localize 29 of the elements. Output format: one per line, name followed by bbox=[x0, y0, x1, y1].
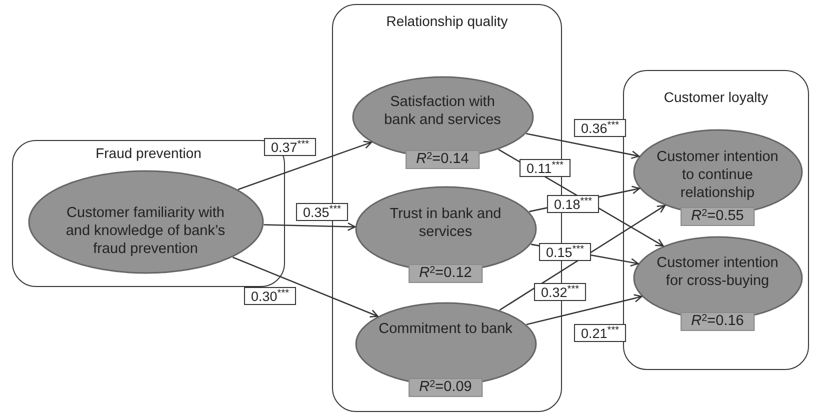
arrow bbox=[232, 256, 378, 318]
path-coefficient: 0.30$^{***}$ bbox=[244, 287, 296, 305]
arrow bbox=[499, 204, 666, 311]
construct-label: Satisfaction with bank and services bbox=[383, 92, 502, 128]
path-coefficient: 0.32$^{***}$ bbox=[534, 283, 586, 301]
r-squared-value: R$^{2}$=0.09 bbox=[408, 378, 483, 396]
r-squared-value: R$^{2}$=0.16 bbox=[680, 312, 755, 330]
path-coefficient: 0.18$^{***}$ bbox=[547, 195, 599, 213]
construct-label: Customer intention to continue relationship bbox=[656, 148, 780, 202]
r-squared-value: R$^{2}$=0.14 bbox=[405, 150, 480, 168]
r-squared-value: R$^{2}$=0.55 bbox=[680, 206, 755, 226]
construct-label: Trust in bank and services bbox=[388, 204, 502, 240]
path-coefficient: 0.11$^{***}$ bbox=[520, 159, 570, 177]
group-title: Relationship quality bbox=[385, 13, 509, 29]
construct-label: Customer familiarity with and knowledge of bank’s fraud prevention bbox=[64, 204, 226, 258]
arrow bbox=[238, 140, 372, 190]
construct-label: Customer intention for cross-buying bbox=[656, 254, 780, 290]
path-coefficient: 0.37$^{***}$ bbox=[264, 138, 316, 156]
construct-label: Commitment to bank bbox=[378, 320, 514, 338]
path-coefficient: 0.35$^{***}$ bbox=[296, 203, 348, 221]
arrow bbox=[264, 222, 356, 231]
path-coefficient: 0.21$^{***}$ bbox=[574, 324, 626, 342]
r-squared-value: R$^{2}$=0.12 bbox=[408, 264, 483, 282]
arrow bbox=[526, 294, 642, 326]
group-title: Customer loyalty bbox=[662, 89, 770, 105]
path-coefficient: 0.15$^{***}$ bbox=[539, 243, 591, 261]
arrow bbox=[526, 133, 640, 159]
group-box bbox=[623, 70, 809, 370]
path-coefficient: 0.36$^{***}$ bbox=[574, 119, 626, 137]
